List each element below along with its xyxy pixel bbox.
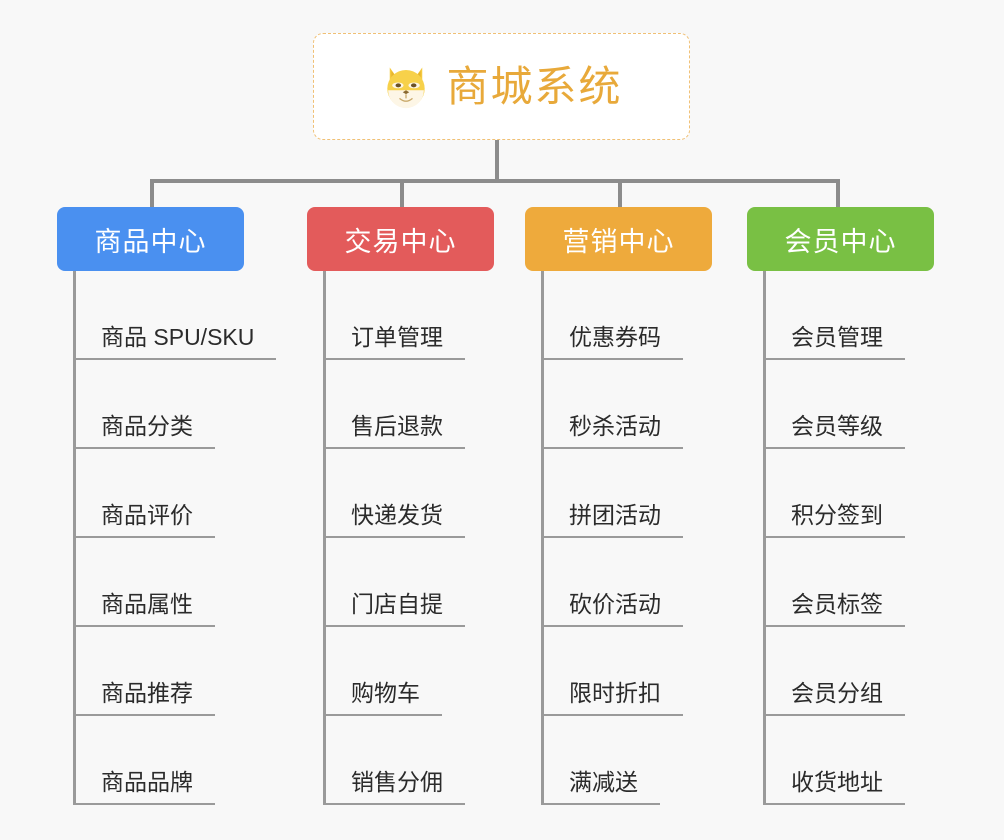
list-item[interactable]: 商品品牌 [57,716,307,805]
branch-column-3: 营销中心 优惠券码 秒杀活动 拼团活动 砍价活动 限时折扣 满减送 [525,207,745,805]
connector-horizontal-bar [150,179,840,183]
branch-head-2[interactable]: 交易中心 [307,207,494,271]
branch-column-1: 商品中心 商品 SPU/SKU 商品分类 商品评价 商品属性 商品推荐 商品品牌 [57,207,307,805]
list-item[interactable]: 商品评价 [57,449,307,538]
list-item[interactable]: 收货地址 [747,716,967,805]
branch-spine-3 [541,271,544,805]
list-item[interactable]: 商品属性 [57,538,307,627]
list-item[interactable]: 会员标签 [747,538,967,627]
connector-drop-3 [618,179,622,208]
list-item[interactable]: 限时折扣 [525,627,745,716]
branch-head-3[interactable]: 营销中心 [525,207,712,271]
branch-spine-1 [73,271,76,805]
list-item[interactable]: 秒杀活动 [525,360,745,449]
list-item[interactable]: 积分签到 [747,449,967,538]
branch-column-2: 交易中心 订单管理 售后退款 快递发货 门店自提 购物车 销售分佣 [307,207,527,805]
root-title: 商城系统 [446,62,623,110]
list-item[interactable]: 订单管理 [307,271,527,360]
branch-spine-4 [763,271,766,805]
root-node[interactable]: 商城系统 [313,33,690,140]
list-item[interactable]: 商品 SPU/SKU [57,271,307,360]
list-item[interactable]: 快递发货 [307,449,527,538]
list-item[interactable]: 砍价活动 [525,538,745,627]
connector-drop-4 [836,179,840,208]
branch-head-1[interactable]: 商品中心 [57,207,244,271]
list-item[interactable]: 门店自提 [307,538,527,627]
list-item[interactable]: 商品分类 [57,360,307,449]
connector-drop-1 [150,179,154,208]
list-item[interactable]: 满减送 [525,716,745,805]
branch-items-4: 会员管理 会员等级 积分签到 会员标签 会员分组 收货地址 [747,271,967,805]
list-item[interactable]: 售后退款 [307,360,527,449]
branch-items-3: 优惠券码 秒杀活动 拼团活动 砍价活动 限时折扣 满减送 [525,271,745,805]
list-item[interactable]: 会员管理 [747,271,967,360]
list-item[interactable]: 会员分组 [747,627,967,716]
shiba-dog-icon [387,67,426,108]
branch-items-1: 商品 SPU/SKU 商品分类 商品评价 商品属性 商品推荐 商品品牌 [57,271,307,805]
list-item[interactable]: 会员等级 [747,360,967,449]
connector-root-stem [495,140,499,182]
list-item[interactable]: 优惠券码 [525,271,745,360]
branch-head-4[interactable]: 会员中心 [747,207,934,271]
list-item[interactable]: 销售分佣 [307,716,527,805]
list-item[interactable]: 商品推荐 [57,627,307,716]
list-item[interactable]: 拼团活动 [525,449,745,538]
connector-drop-2 [400,179,404,208]
branch-items-2: 订单管理 售后退款 快递发货 门店自提 购物车 销售分佣 [307,271,527,805]
branch-column-4: 会员中心 会员管理 会员等级 积分签到 会员标签 会员分组 收货地址 [747,207,967,805]
branch-spine-2 [323,271,326,805]
list-item[interactable]: 购物车 [307,627,527,716]
